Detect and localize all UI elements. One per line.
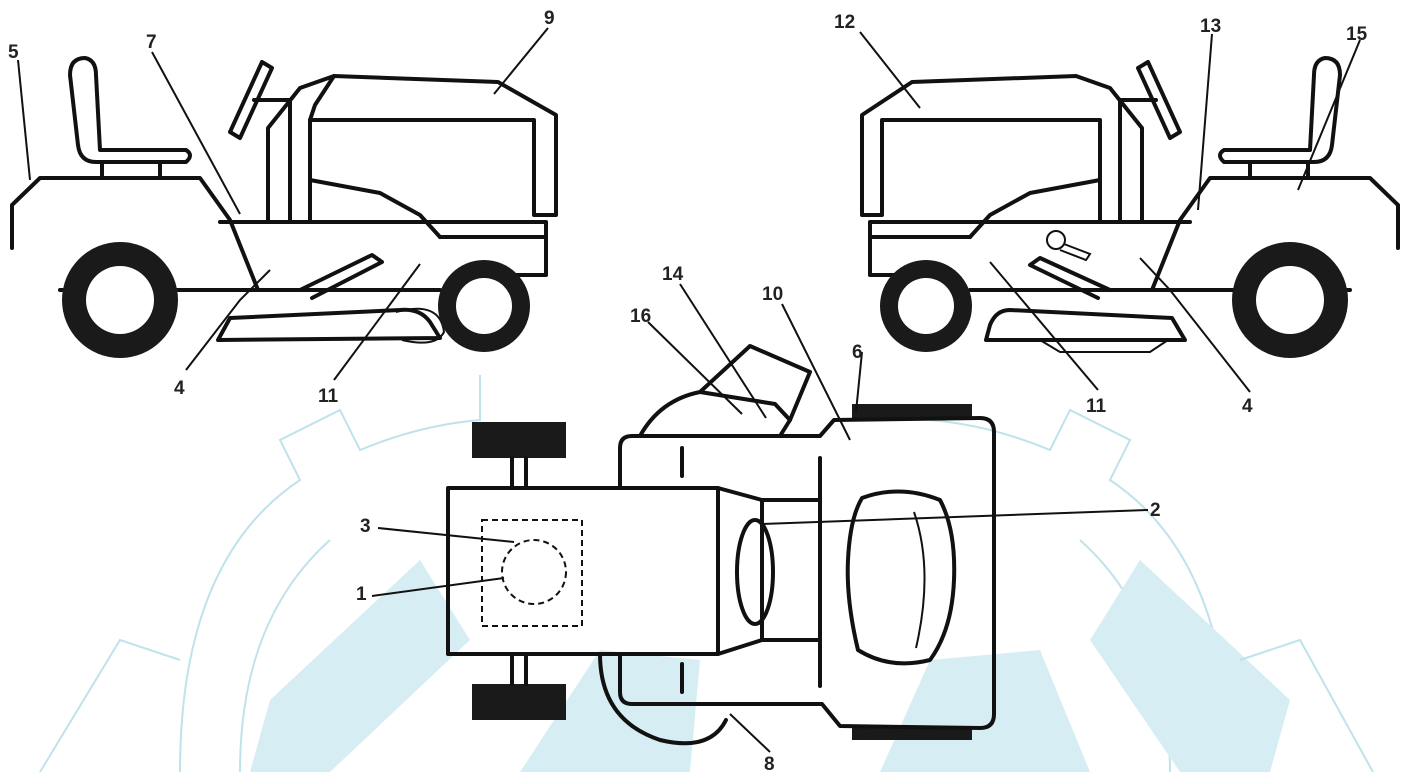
callout-labels: 1 2 3 4 4 5 6 7 8 9 10 11 11 12 13 14 15… — [8, 8, 1368, 772]
callout-11-left: 11 — [318, 386, 339, 407]
callout-11-right: 11 — [1086, 396, 1107, 417]
top-steering-shaft — [760, 498, 822, 642]
top-seat-decal-area — [481, 519, 583, 627]
left-steering-column — [252, 98, 292, 222]
right-key-lever-arm — [1059, 243, 1092, 262]
top-rear-axle — [510, 456, 528, 686]
top-front-wheel-left — [852, 404, 972, 418]
left-deck-chute — [395, 307, 446, 344]
callout-5: 5 — [8, 42, 19, 63]
right-steering-wheel — [1136, 60, 1182, 140]
callout-7: 7 — [146, 32, 157, 53]
callout-2: 2 — [1150, 500, 1161, 521]
right-key-lever — [1046, 230, 1066, 250]
right-mower-deck — [984, 308, 1187, 342]
callout-10: 10 — [762, 284, 783, 305]
right-seat-base — [1248, 160, 1310, 180]
right-frame — [868, 220, 1192, 292]
callout-16: 16 — [630, 306, 651, 327]
left-hood-line — [308, 178, 442, 239]
top-steering-wheel — [735, 518, 775, 626]
right-pedal — [1028, 256, 1112, 300]
top-mower-deck-edge — [598, 652, 728, 746]
left-front-hub — [456, 278, 512, 334]
top-rear-wheel-right — [472, 684, 566, 720]
top-discharge-chute — [638, 344, 812, 438]
top-engine-cover — [845, 489, 957, 666]
top-rear-wheel-left — [472, 422, 566, 458]
right-front-hub — [898, 278, 954, 334]
top-chute-inner — [698, 390, 792, 422]
left-frame — [218, 220, 548, 292]
callout-13: 13 — [1200, 16, 1221, 37]
right-seat — [1218, 56, 1342, 164]
left-seat — [68, 56, 192, 164]
callout-15: 15 — [1346, 24, 1368, 45]
right-rear-hub — [1256, 266, 1324, 334]
top-engine-cover-inner — [913, 511, 926, 649]
leader-lines — [17, 27, 1361, 753]
callout-4-right: 4 — [1242, 396, 1253, 417]
callout-3: 3 — [360, 516, 371, 537]
right-hood — [860, 74, 1144, 222]
right-deck-chute — [1039, 339, 1169, 353]
top-seat-pan — [446, 486, 720, 656]
top-fuel-cap — [501, 539, 567, 605]
left-hood — [266, 74, 558, 222]
left-rear-hub — [86, 266, 154, 334]
top-dash — [716, 486, 764, 656]
callout-12: 12 — [834, 12, 855, 33]
left-mower-deck — [216, 307, 442, 342]
left-pedal — [298, 253, 384, 300]
left-grille — [308, 74, 336, 122]
callout-9: 9 — [544, 8, 555, 29]
callout-1: 1 — [356, 584, 367, 605]
callout-6: 6 — [852, 342, 863, 363]
top-view — [446, 344, 996, 746]
right-hood-line — [968, 178, 1102, 239]
callout-4-left: 4 — [174, 378, 185, 399]
right-steering-column — [1118, 98, 1158, 222]
right-side-view — [860, 56, 1400, 358]
watermark-logo — [39, 375, 1374, 772]
left-side-view — [10, 56, 558, 358]
top-chassis — [618, 416, 996, 730]
left-steering-wheel — [228, 60, 274, 140]
callout-8: 8 — [764, 754, 775, 772]
left-seat-base — [100, 160, 162, 180]
top-front-wheel-right — [852, 726, 972, 740]
callout-14: 14 — [662, 264, 684, 285]
